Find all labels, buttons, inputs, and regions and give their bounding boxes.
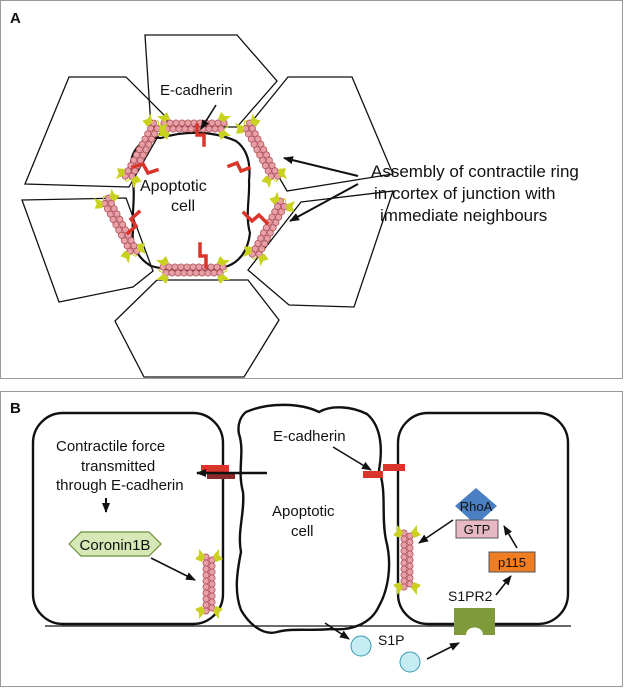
panel-a-label: A	[10, 10, 21, 27]
annotation-line1: Assembly of contractile ring	[371, 162, 579, 181]
force-label-line1: Contractile force	[56, 438, 165, 455]
gtp-label: GTP	[464, 522, 491, 537]
cadherin-bond-right-lower	[241, 210, 270, 226]
cadherin-bond-right-upper	[226, 160, 252, 174]
e-cadherin-label: E-cadherin	[160, 82, 233, 99]
coronin-arrow	[150, 557, 196, 581]
s1p-to-receptor-arrow	[426, 642, 460, 660]
panel-b-diagram: Contractile force transmitted through E-…	[31, 403, 571, 673]
apoptotic-cell-label-line2: cell	[291, 523, 314, 540]
e-cadherin-arrow	[200, 104, 217, 130]
gtp-box	[455, 519, 499, 539]
cadherin-bond-bottom	[198, 242, 208, 269]
gtp-to-actin-arrow	[418, 519, 454, 544]
neighbour-cell-bottom	[114, 279, 280, 378]
cadherin-left-upper	[201, 465, 229, 472]
rhoa-diamond	[455, 488, 497, 525]
left-neighbour-cell	[31, 411, 225, 626]
neighbour-cell-top-left	[24, 76, 169, 188]
panel-a: A	[0, 0, 623, 379]
cadherin-left-lower	[207, 472, 235, 479]
annotation-line3: immediate neighbours	[380, 206, 547, 225]
p115-label: p115	[498, 555, 526, 570]
neighbour-cell-top	[144, 34, 278, 128]
panel-b-label: B	[10, 400, 21, 417]
force-label-line2: transmitted	[81, 458, 155, 475]
cadherin-bond-left-upper	[130, 161, 160, 176]
neighbour-cell-bottom-right	[247, 190, 394, 308]
apoptotic-cell-label-line1: Apoptotic	[140, 178, 207, 195]
cadherin-right-left	[363, 471, 383, 478]
p115-to-rhoa-arrow	[503, 525, 518, 549]
s1pr2-to-p115-arrow	[495, 575, 512, 596]
s1pr2-receptor	[454, 608, 495, 635]
annotation-line2: in cortex of junction with	[374, 184, 555, 203]
s1p-molecule-1	[350, 635, 372, 657]
annotation-arrow-lower	[289, 183, 359, 222]
coronin-badge	[68, 531, 162, 557]
panel-a-diagram: E-cadherin Apoptotic cell Assembly of co…	[21, 34, 579, 378]
cadherin-bond-top	[195, 123, 206, 147]
s1p-release-arrow	[324, 622, 350, 640]
s1pr2-label: S1PR2	[448, 588, 493, 604]
s1p-label: S1P	[378, 632, 404, 648]
apoptotic-cell-label-line1: Apoptotic	[272, 503, 335, 520]
annotation-arrow-upper	[283, 156, 359, 177]
p115-box	[488, 551, 536, 573]
force-label-line3: through E-cadherin	[56, 477, 184, 494]
e-cadherin-label: E-cadherin	[273, 428, 346, 445]
e-cadherin-arrow	[332, 446, 372, 471]
apoptotic-cell-label-line2: cell	[171, 198, 195, 215]
neighbour-cell-top-right	[248, 76, 394, 192]
cadherin-right-right	[383, 464, 405, 471]
panel-b: B	[0, 391, 623, 687]
s1p-molecule-2	[399, 651, 421, 673]
actin-fiber-left-cell	[194, 548, 224, 620]
cadherin-bond-left-lower	[125, 209, 142, 236]
actin-fiber-top	[156, 111, 232, 141]
rhoa-label: RhoA	[460, 499, 493, 514]
coronin-label: Coronin1B	[80, 537, 151, 554]
